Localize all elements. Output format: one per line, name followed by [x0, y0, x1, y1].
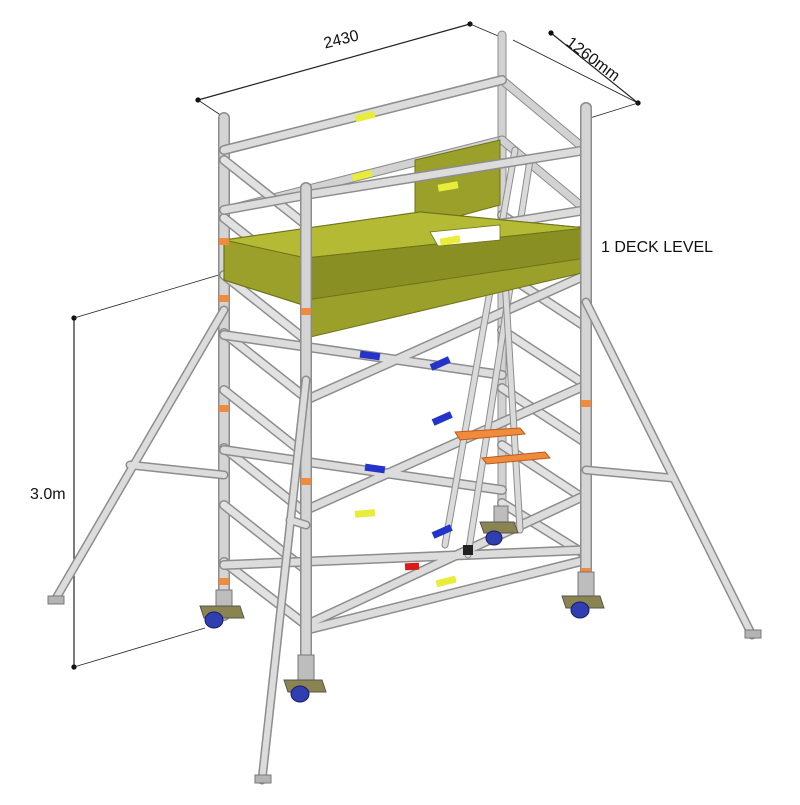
front-uprights [300, 102, 592, 671]
castor-front-left [199, 589, 245, 629]
width-extension-left [197, 99, 223, 117]
deck-platform [223, 211, 587, 339]
braces [219, 270, 591, 635]
castor-back-right [561, 571, 605, 619]
deck-level-label: 1 DECK LEVEL [601, 239, 714, 256]
height-extension-bottom [73, 627, 206, 668]
width-dimension-line [195, 21, 473, 103]
castor-wheel-icon [199, 505, 605, 703]
castor-front-right [283, 654, 327, 703]
castor-back-left [479, 505, 519, 546]
height-dimension-label: 3.0m [30, 486, 66, 503]
depth-dimension-line-main [548, 30, 641, 106]
depth-extension [589, 102, 639, 119]
stabilisers [47, 297, 762, 785]
dimension-lines [71, 21, 641, 670]
height-extension-top [73, 273, 223, 319]
